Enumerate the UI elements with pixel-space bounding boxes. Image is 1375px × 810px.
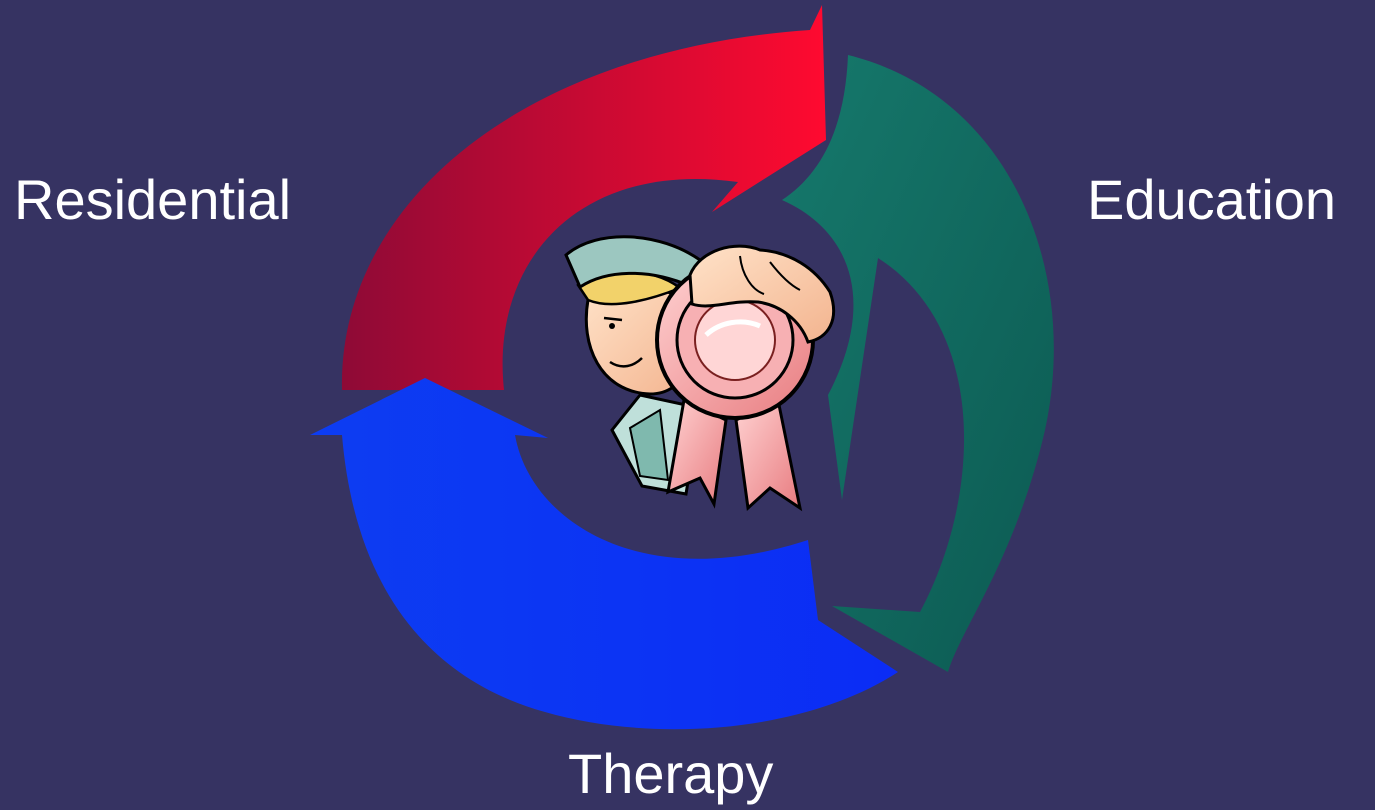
education-label: Education <box>1087 172 1336 228</box>
therapy-label: Therapy <box>568 746 773 802</box>
residential-label: Residential <box>14 172 291 228</box>
